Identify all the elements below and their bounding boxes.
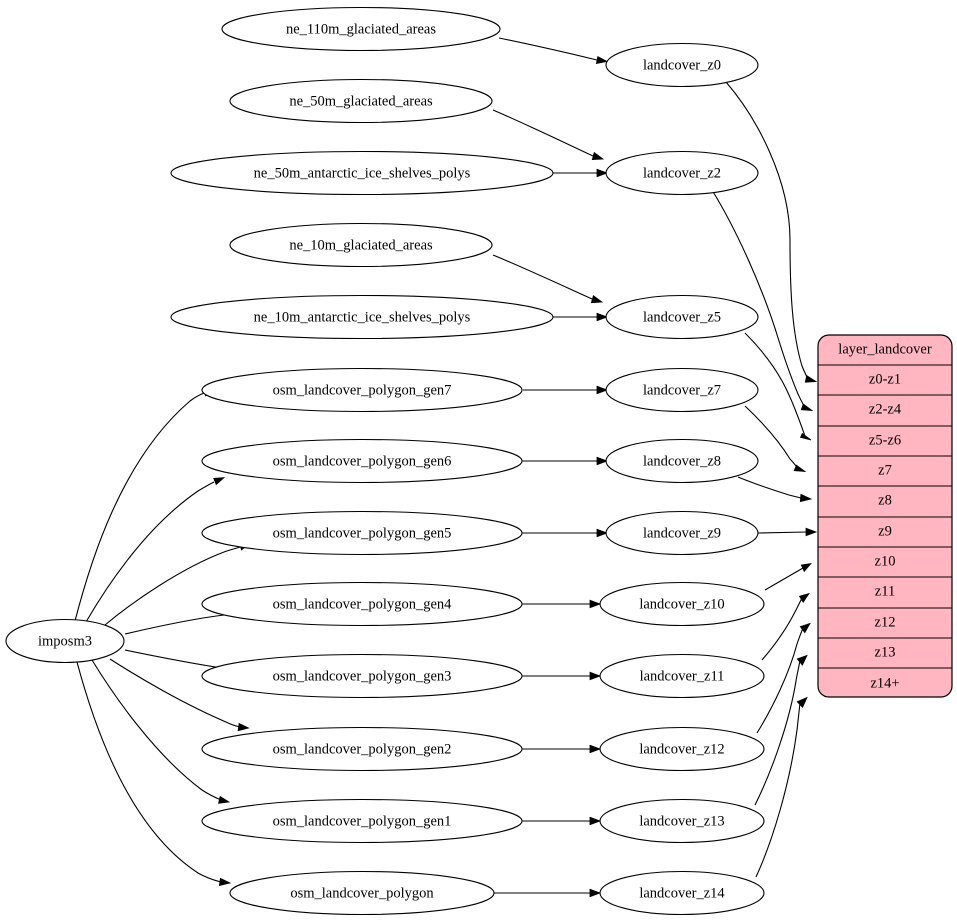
edge-z10-to-row-z10 [764, 562, 813, 591]
node-landcover-z9[interactable]: landcover_z9 [605, 510, 759, 556]
edge-imposm3-to-gen2 [109, 658, 250, 732]
node-osm-landcover-polygon-gen3[interactable]: osm_landcover_polygon_gen3 [201, 653, 523, 699]
edge-ne50m-glaciated-to-z2 [492, 109, 605, 161]
node-label: landcover_z7 [643, 382, 721, 398]
node-landcover-z5[interactable]: landcover_z5 [605, 294, 759, 340]
edge-z8-to-row-z8 [737, 476, 813, 503]
edge-gen5-to-z9 [521, 528, 609, 538]
edge-group-views-to-layer [711, 81, 818, 878]
node-label: osm_landcover_polygon_gen4 [273, 596, 453, 612]
edge-ne110m-to-z0 [498, 37, 609, 65]
record-row-label-z12: z12 [875, 614, 896, 630]
edge-z2-to-row-z2z4 [711, 189, 814, 411]
edge-z11-to-row-z11 [761, 592, 810, 661]
node-landcover-z14[interactable]: landcover_z14 [599, 870, 765, 916]
edge-gen3-to-z11 [521, 671, 602, 681]
node-label: landcover_z8 [643, 453, 721, 469]
node-label: landcover_z10 [639, 596, 724, 612]
node-osm-landcover-polygon-gen6[interactable]: osm_landcover_polygon_gen6 [201, 438, 523, 484]
node-ne-110m-glaciated-areas[interactable]: ne_110m_glaciated_areas [221, 6, 501, 52]
node-label: ne_110m_glaciated_areas [286, 21, 436, 37]
edge-ne10m-antarctic-to-z5 [553, 312, 609, 322]
record-row-label-z5z6: z5-z6 [869, 432, 901, 448]
node-label: landcover_z14 [639, 885, 725, 901]
record-row-label-z13: z13 [875, 644, 896, 660]
edge-ne50m-antarctic-to-z2 [553, 168, 609, 178]
node-landcover-z7[interactable]: landcover_z7 [605, 367, 759, 413]
edge-imposm3-to-gen6 [85, 477, 226, 623]
edge-polygon-to-z14 [493, 888, 602, 898]
node-label: ne_50m_antarctic_ice_shelves_polys [254, 165, 471, 181]
record-row-label-z11: z11 [875, 583, 895, 599]
node-label: landcover_z0 [643, 57, 721, 73]
node-label: osm_landcover_polygon_gen3 [273, 668, 452, 684]
edge-gen4-to-z10 [521, 599, 602, 609]
node-landcover-z2[interactable]: landcover_z2 [605, 150, 759, 196]
edge-gen1-to-z13 [521, 816, 602, 826]
edge-z12-to-row-z12 [756, 622, 811, 734]
node-label: osm_landcover_polygon_gen1 [273, 813, 452, 829]
node-landcover-z0[interactable]: landcover_z0 [605, 42, 759, 88]
node-landcover-z12[interactable]: landcover_z12 [599, 726, 765, 772]
edge-z7-to-row-z7 [744, 405, 807, 473]
node-label: landcover_z5 [643, 309, 721, 325]
node-label: ne_10m_antarctic_ice_shelves_polys [254, 309, 471, 325]
edge-z0-to-row-z0z1 [725, 81, 818, 383]
node-label: landcover_z11 [640, 668, 725, 684]
node-label: landcover_z9 [643, 525, 721, 541]
edge-gen7-to-z7 [523, 385, 609, 395]
node-label: osm_landcover_polygon_gen7 [273, 382, 452, 398]
record-row-label-z0z1: z0-z1 [869, 371, 901, 387]
node-label: osm_landcover_polygon [290, 885, 434, 901]
record-row-label-z14plus: z14+ [870, 675, 899, 691]
node-osm-landcover-polygon[interactable]: osm_landcover_polygon [229, 870, 495, 916]
edge-z13-to-row-z13 [754, 654, 808, 806]
node-osm-landcover-polygon-gen2[interactable]: osm_landcover_polygon_gen2 [201, 726, 523, 772]
node-label: ne_10m_glaciated_areas [289, 237, 433, 253]
record-header-label: layer_landcover [838, 341, 932, 357]
node-landcover-z8[interactable]: landcover_z8 [605, 438, 759, 484]
record-row-label-z9: z9 [878, 523, 892, 539]
record-row-label-z8: z8 [878, 492, 892, 508]
record-row-label-z7: z7 [878, 462, 892, 478]
node-label: ne_50m_glaciated_areas [289, 93, 433, 109]
edge-z5-to-row-z5z6 [744, 332, 812, 441]
edge-gen6-to-z8 [521, 456, 609, 466]
node-osm-landcover-polygon-gen7[interactable]: osm_landcover_polygon_gen7 [201, 367, 523, 413]
edge-imposm3-to-polygon [76, 661, 232, 887]
node-label: landcover_z12 [639, 741, 724, 757]
edge-ne10m-glaciated-to-z5 [492, 254, 604, 304]
node-label: osm_landcover_polygon_gen6 [273, 453, 452, 469]
edge-z14-to-row-z14 [755, 696, 808, 878]
edge-z9-to-row-z9 [757, 527, 818, 537]
node-landcover-z11[interactable]: landcover_z11 [599, 653, 765, 699]
node-label: osm_landcover_polygon_gen5 [273, 525, 452, 541]
node-label: imposm3 [38, 633, 92, 649]
node-ne-50m-glaciated-areas[interactable]: ne_50m_glaciated_areas [229, 78, 493, 124]
record-row-label-z10: z10 [875, 553, 896, 569]
node-ne-50m-antarctic-ice-shelves-polys[interactable]: ne_50m_antarctic_ice_shelves_polys [170, 150, 554, 196]
edge-imposm3-to-gen1 [91, 659, 231, 804]
node-label: osm_landcover_polygon_gen2 [273, 741, 452, 757]
node-landcover-z10[interactable]: landcover_z10 [599, 581, 765, 627]
node-layer-landcover-record[interactable]: layer_landcover z0-z1 z2-z4 z5-z6 z7 z8 … [817, 334, 953, 698]
node-osm-landcover-polygon-gen5[interactable]: osm_landcover_polygon_gen5 [201, 510, 523, 556]
node-osm-landcover-polygon-gen4[interactable]: osm_landcover_polygon_gen4 [201, 581, 523, 627]
record-row-label-z2z4: z2-z4 [869, 401, 902, 417]
node-ne-10m-antarctic-ice-shelves-polys[interactable]: ne_10m_antarctic_ice_shelves_polys [170, 294, 554, 340]
edge-group-natural-earth [492, 37, 609, 322]
node-label: landcover_z2 [643, 165, 721, 181]
edge-imposm3-to-gen7 [74, 388, 216, 622]
edge-group-osm-to-views [493, 385, 609, 898]
node-osm-landcover-polygon-gen1[interactable]: osm_landcover_polygon_gen1 [201, 798, 523, 844]
node-ne-10m-glaciated-areas[interactable]: ne_10m_glaciated_areas [229, 222, 493, 268]
node-landcover-z13[interactable]: landcover_z13 [599, 798, 765, 844]
node-label: landcover_z13 [639, 813, 724, 829]
edge-gen2-to-z12 [521, 744, 602, 754]
node-imposm3[interactable]: imposm3 [5, 618, 125, 664]
